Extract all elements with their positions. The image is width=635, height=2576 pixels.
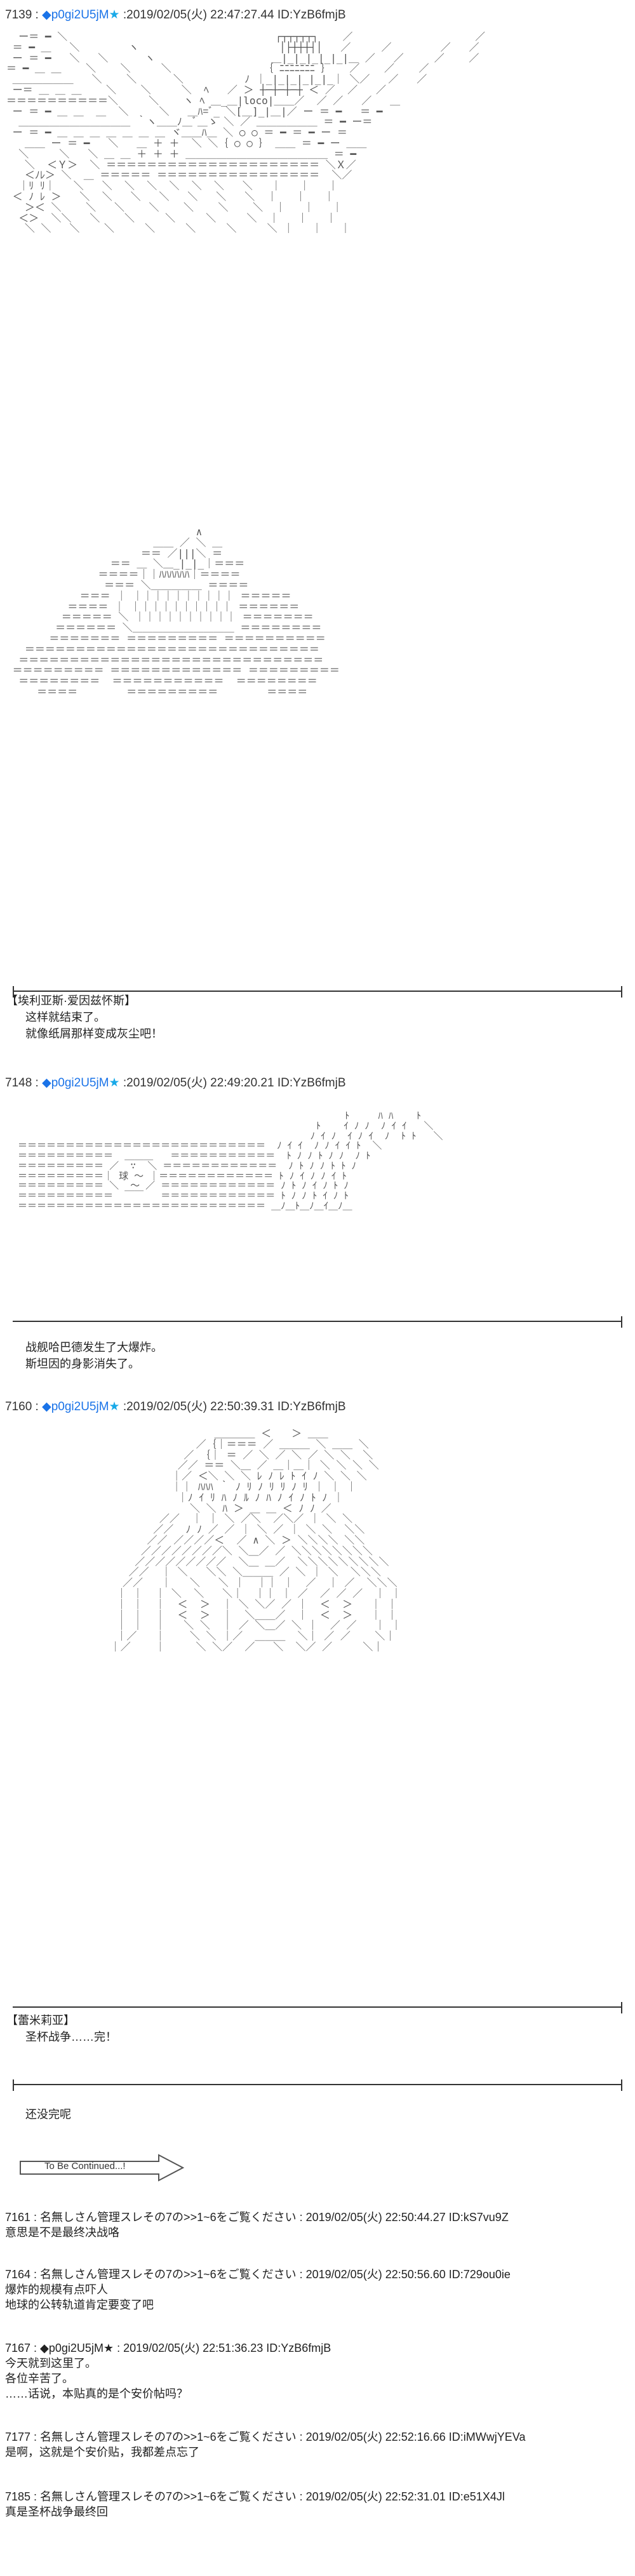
speaker-label: 【蕾米莉亚】 (6, 2014, 75, 2027)
ascii-art-panel: ＿＿＿＿ ＜￣￣＞ ＿＿ ／｛｜＝＝＝ ／ ＿＿＿ ＼ ＿＿ ＼ ／ ｛｜ ＝ … (110, 1429, 402, 1653)
reply-header: 7164 : 名無しさん管理スレその7の>>1~6をご覧ください : 2019/… (5, 2268, 511, 2281)
reply-header: 7177 : 名無しさん管理スレその7の>>1~6をご覧ください : 2019/… (5, 2431, 526, 2443)
reply-body: 意思是不是最终决战咯 (5, 2226, 119, 2239)
post-header: 7139 : ◆p0gi2U5jM★ :2019/02/05(火) 22:47:… (5, 5, 346, 22)
ascii-art-panel: ∧ ＿＿ ／ ＼ ＿ ＝＝ ／|||＼ ＝ ＝＝ ＿ ＼＿_|_|_｜＝＝＝ ＝… (12, 527, 340, 698)
reply-body: 各位辛苦了。 (5, 2372, 74, 2385)
reply-body: 地球的公转轨道肯定要变了吧 (5, 2299, 154, 2311)
narration-line: 战舰哈巴德发生了大爆炸。 (25, 1341, 163, 1354)
reply-header: 7167 : ◆p0gi2U5jM★ : 2019/02/05(火) 22:51… (5, 2342, 331, 2354)
divider (13, 986, 622, 998)
post-number: 7139 : (5, 8, 39, 22)
poster-name[interactable]: ◆p0gi2U5jM (42, 8, 109, 22)
ascii-art-panel: ー＝ ━ ＼ ┌┬┬┬┬┬┐ ／ ／ ＝ ━ ＿ ＼ ヽ │├┼┼┼┤│ ／ ／… (6, 32, 486, 235)
divider (13, 2002, 622, 2013)
star-icon: ★ (109, 8, 120, 22)
dialogue-line: 就像纸屑那样变成灰尘吧！ (25, 1027, 163, 1040)
divider (13, 2079, 622, 2091)
dialogue-line: 圣杯战争……完！ (25, 2031, 117, 2043)
post-header: 7148 : ◆p0gi2U5jM★ :2019/02/05(火) 22:49:… (5, 1073, 346, 1090)
reply-body: 是啊，这就是个安价贴，我都差点忘了 (5, 2446, 199, 2459)
reply-body: 今天就到这里了。 (5, 2357, 97, 2370)
star-icon: ★ (109, 1400, 120, 1413)
reply-header: 7161 : 名無しさん管理スレその7の>>1~6をご覧ください : 2019/… (5, 2211, 509, 2224)
to-be-continued-arrow: To Be Continued...! (19, 2154, 184, 2182)
reply-body: 真是圣杯战争最终回 (5, 2506, 108, 2518)
dialogue-line: 这样就结束了。 (25, 1011, 105, 1024)
poster-name[interactable]: ◆p0gi2U5jM (42, 1400, 109, 1413)
reply-header: 7185 : 名無しさん管理スレその7の>>1~6をご覧ください : 2019/… (5, 2490, 505, 2503)
speaker-label: 【埃利亚斯·爱因兹怀斯】 (6, 994, 136, 1007)
arrow-icon (20, 2154, 184, 2182)
post-header: 7160 : ◆p0gi2U5jM★ :2019/02/05(火) 22:50:… (5, 1397, 346, 1414)
aside-line: 还没完呢 (25, 2108, 71, 2121)
to-be-continued-text: To Be Continued...! (44, 2161, 126, 2172)
reply-body: 爆炸的规模有点吓人 (5, 2283, 108, 2296)
post-date: :2019/02/05(火) 22:47:27.44 ID:YzB6fmjB (123, 8, 346, 22)
star-icon: ★ (109, 1076, 120, 1090)
post-date: :2019/02/05(火) 22:49:20.21 ID:YzB6fmjB (123, 1076, 346, 1090)
poster-name[interactable]: ◆p0gi2U5jM (42, 1076, 109, 1090)
divider (13, 1316, 622, 1328)
narration-line: 斯坦因的身影消失了。 (25, 1358, 140, 1370)
ascii-art-panel: ﾄ ﾊ ﾊ ﾄ ﾄ ｲ ﾉ ﾉ ﾉ ｲ ｲ ＼ ﾉ ｲ ﾉ ｲ ﾉ ｲ ﾉ ﾄ … (18, 1111, 443, 1211)
post-number: 7160 : (5, 1400, 39, 1413)
reply-body: ……话说，本贴真的是个安价帖吗？ (5, 2387, 188, 2400)
post-number: 7148 : (5, 1076, 39, 1090)
post-date: :2019/02/05(火) 22:50:39.31 ID:YzB6fmjB (123, 1400, 346, 1413)
